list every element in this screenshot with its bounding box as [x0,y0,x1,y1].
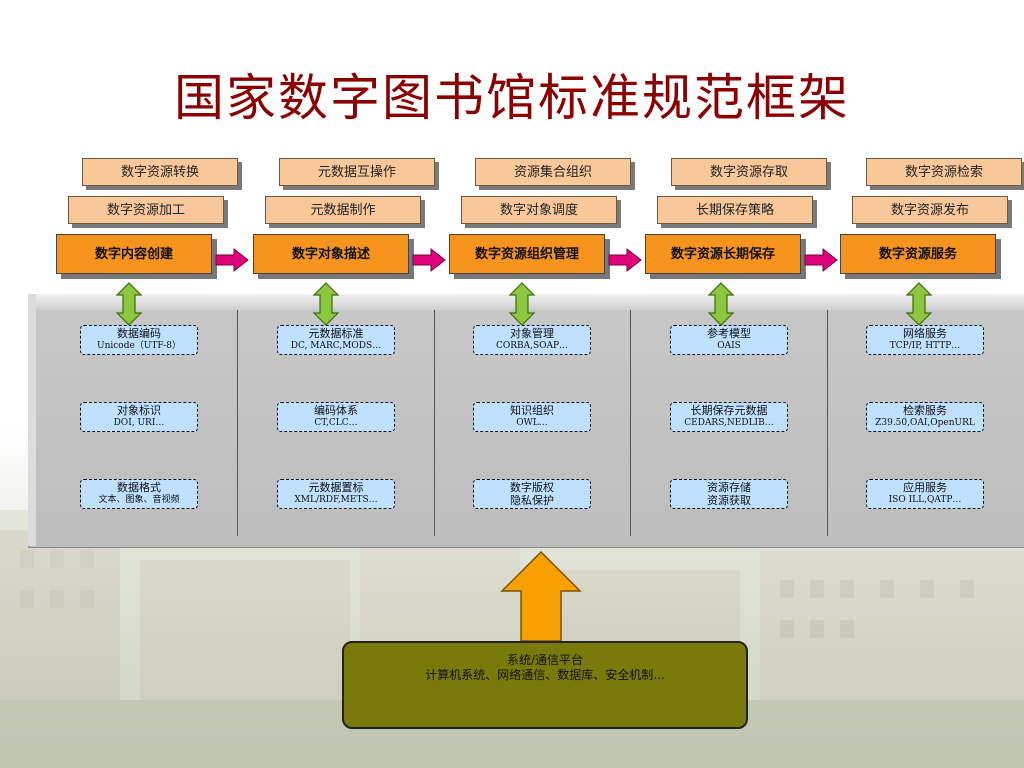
mid-box-col5: 数字资源发布 [852,196,1008,224]
tech-name: 参考模型 [707,327,751,340]
mid-box-col3: 数字对象调度 [461,196,617,224]
tech-name: 元数据置标 [308,481,364,494]
mid-box-col1: 数字资源加工 [68,196,224,224]
platform-box: 系统/通信平台 计算机系统、网络通信、数据库、安全机制... [342,641,748,729]
tech-box-col4-row2: 长期保存元数据 CEDARS,NEDLIB… [670,402,788,432]
tech-detail: OAIS [717,341,741,351]
panel-top-edge [28,294,1024,310]
tech-detail: CORBA,SOAP… [495,341,569,351]
tech-box-col5-row3: 应用服务 ISO ILL,QATP… [866,479,984,509]
tech-box-col2-row2: 编码体系 CT,CLC… [277,402,395,432]
main-box-col5: 数字资源服务 [840,234,996,274]
tech-detail: CEDARS,NEDLIB… [684,418,774,428]
tech-box-col4-row3: 资源存储 资源获取 [670,479,788,509]
tech-name: 数据编码 [117,327,161,340]
main-box-col4: 数字资源长期保存 [645,234,801,274]
mid-box-col4: 长期保存策略 [657,196,813,224]
tech-name: 对象管理 [510,327,554,340]
tech-box-col3-row3: 数字版权 隐私保护 [473,479,591,509]
panel-divider-4 [827,310,828,536]
tech-detail: CT,CLC… [314,418,358,428]
tech-name: 网络服务 [903,327,947,340]
flow-arrow-2-icon [412,247,446,273]
tech-name: 长期保存元数据 [690,404,768,417]
tech-box-col5-row2: 检索服务 Z39.50,OAI,OpenURL [866,402,984,432]
tech-detail: DC, MARC,MODS… [290,341,382,351]
panel-side-edge [28,294,36,546]
tech-detail: XML/RDF,METS… [294,495,378,505]
tech-detail: Unicode（UTF-8） [96,341,181,351]
tech-name: 编码体系 [314,404,358,417]
flow-arrow-1-icon [215,247,249,273]
tech-box-col2-row3: 元数据置标 XML/RDF,METS… [277,479,395,509]
main-box-col1: 数字内容创建 [56,234,212,274]
main-box-col3: 数字资源组织管理 [449,234,605,274]
tech-name: 元数据标准 [308,327,364,340]
tech-name: 资源存储 [707,481,751,494]
tech-name: 对象标识 [117,404,161,417]
top-box-col3: 资源集合组织 [475,158,631,186]
tech-detail: OWL… [516,418,548,428]
platform-title: 系统/通信平台 [506,653,584,667]
tech-name: 检索服务 [903,404,947,417]
mid-box-col2: 元数据制作 [265,196,421,224]
tech-box-col1-row3: 数据格式 文本、图象、音视频 [80,479,198,509]
tech-box-col3-row1: 对象管理 CORBA,SOAP… [473,325,591,355]
tech-name: 应用服务 [903,481,947,494]
panel-divider-1 [237,310,238,536]
tech-detail: 资源获取 [707,494,751,507]
tech-detail: 文本、图象、音视频 [98,495,180,505]
page-title: 国家数字图书馆标准规范框架 [174,69,850,127]
tech-box-col5-row1: 网络服务 TCP/IP, HTTP… [866,325,984,355]
tech-box-col1-row1: 数据编码 Unicode（UTF-8） [80,325,198,355]
tech-detail: TCP/IP, HTTP… [889,341,961,351]
tech-detail: Z39.50,OAI,OpenURL [875,418,975,428]
tech-detail: DOI, URI… [113,418,165,428]
flow-arrow-4-icon [804,247,838,273]
tech-name: 知识组织 [510,404,554,417]
tech-detail: ISO ILL,QATP… [888,495,962,505]
flow-arrow-3-icon [608,247,642,273]
top-box-col4: 数字资源存取 [671,158,827,186]
tech-box-col3-row2: 知识组织 OWL… [473,402,591,432]
panel-divider-3 [630,310,631,536]
top-box-col2: 元数据互操作 [279,158,435,186]
tech-box-col4-row1: 参考模型 OAIS [670,325,788,355]
top-box-col5: 数字资源检索 [866,158,1022,186]
top-box-col1: 数字资源转换 [82,158,238,186]
tech-detail: 隐私保护 [510,494,554,507]
tech-box-col1-row2: 对象标识 DOI, URI… [80,402,198,432]
tech-box-col2-row1: 元数据标准 DC, MARC,MODS… [277,325,395,355]
tech-name: 数据格式 [117,481,161,494]
panel-divider-2 [434,310,435,536]
platform-detail: 计算机系统、网络通信、数据库、安全机制... [425,668,665,682]
main-box-col2: 数字对象描述 [253,234,409,274]
tech-name: 数字版权 [510,481,554,494]
